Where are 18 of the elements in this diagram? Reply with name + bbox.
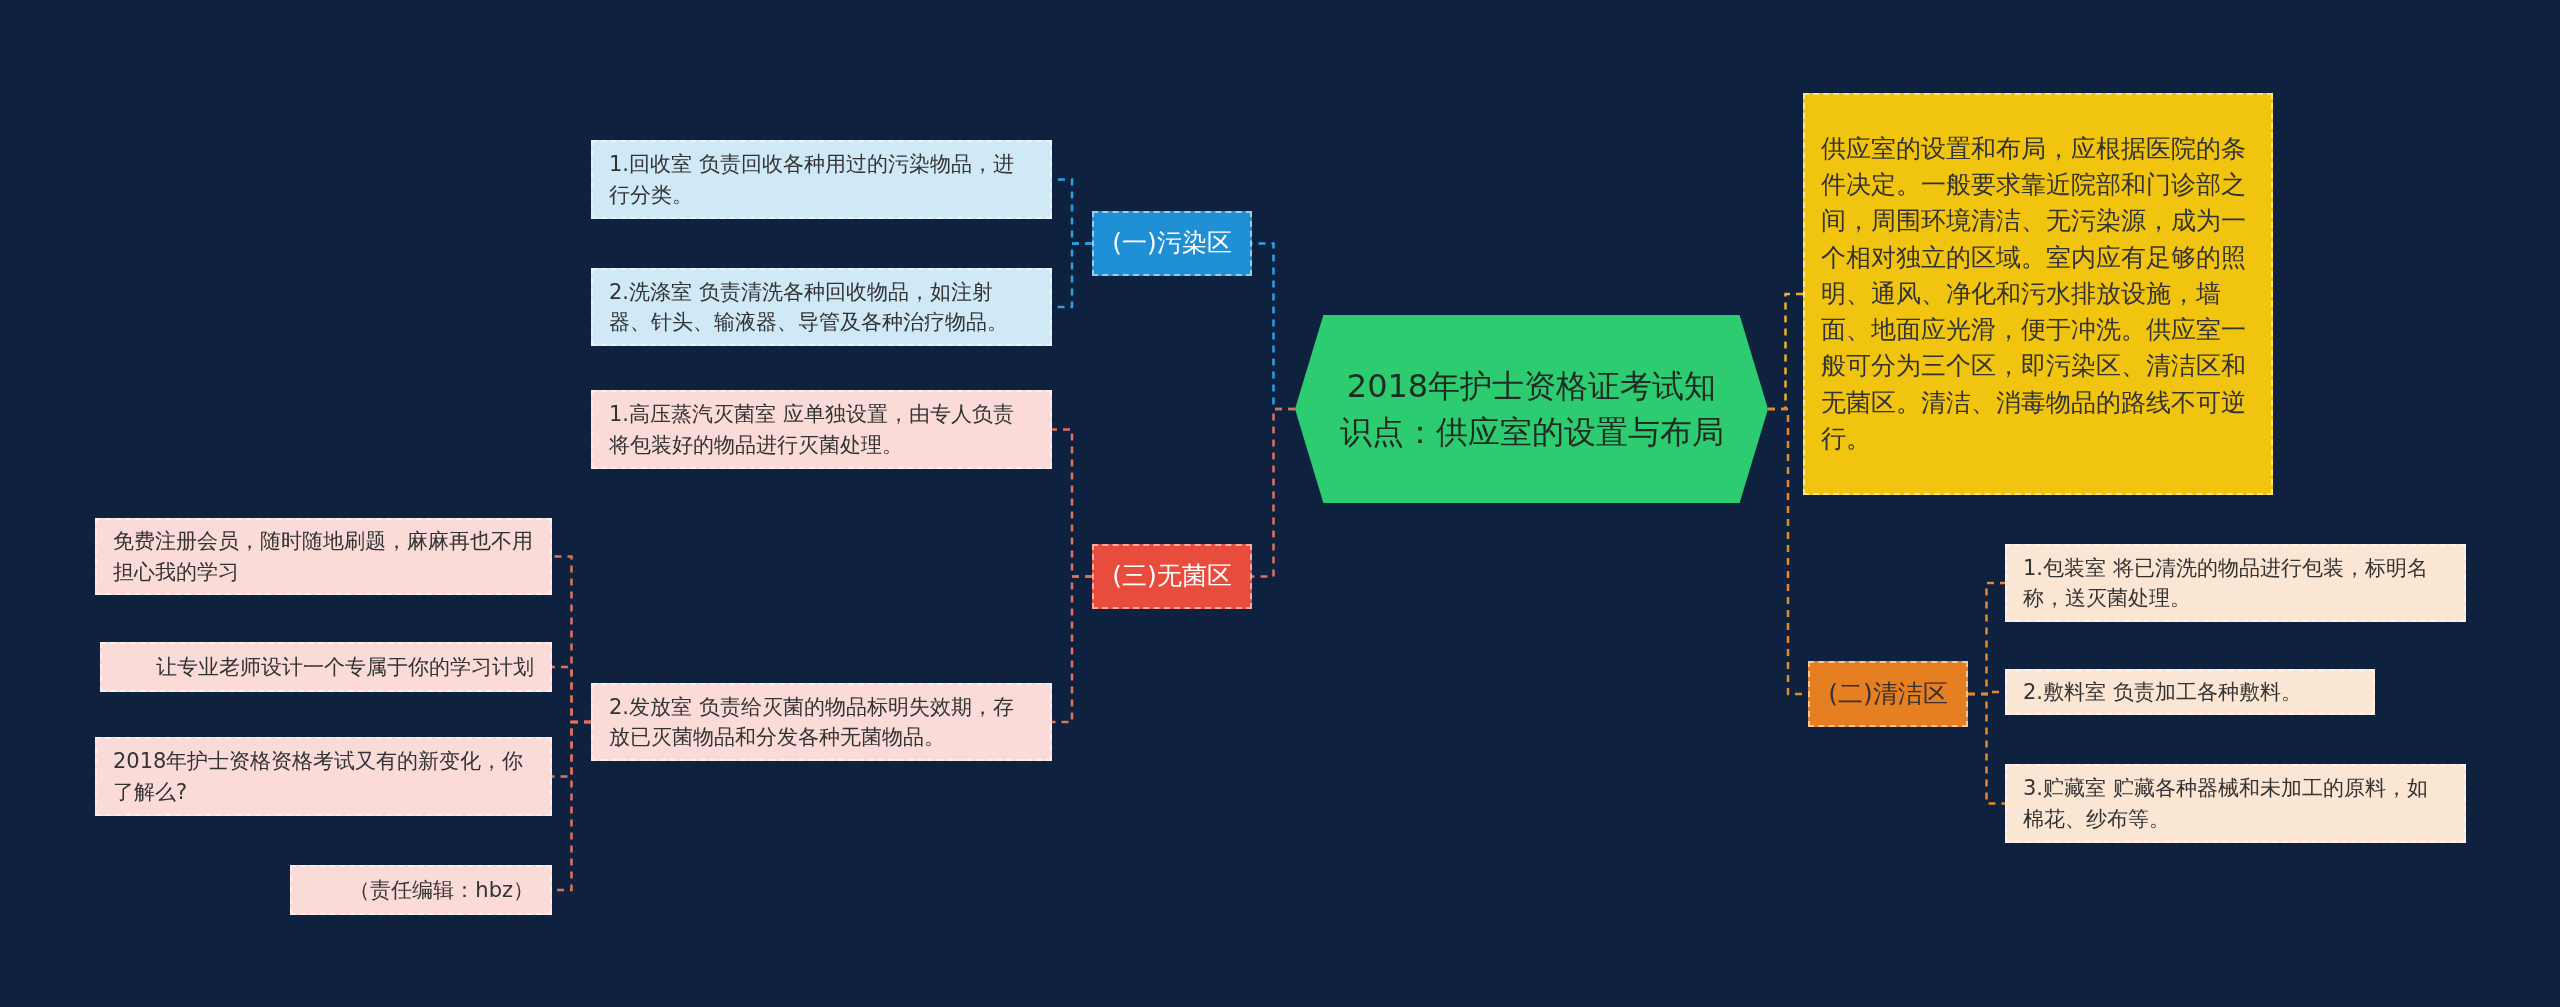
topic-box: （责任编辑：hbz） [290,865,552,915]
topic-box: 2.洗涤室 负责清洗各种回收物品，如注射器、针头、输液器、导管及各种治疗物品。 [591,268,1052,346]
branch-box: (三)无菌区 [1092,544,1252,609]
topic-box: 1.包装室 将已清洗的物品进行包装，标明名称，送灭菌处理。 [2005,544,2466,622]
topic-box: 3.贮藏室 贮藏各种器械和未加工的原料，如棉花、纱布等。 [2005,764,2466,843]
topic-box: 2.敷料室 负责加工各种敷料。 [2005,669,2375,715]
branch-box: (一)污染区 [1092,211,1252,276]
connector-line [1052,575,1092,724]
topic-box: 1.回收室 负责回收各种用过的污染物品，进行分类。 [591,140,1052,219]
connector-line [1252,407,1295,578]
branch-box: (二)清洁区 [1808,661,1968,727]
note-box: 供应室的设置和布局，应根据医院的条件决定。一般要求靠近院部和门诊部之间，周围环境清洁、无污染源，成为一个相对独立的区域。室内应有足够的照明、通风、净化和污水排放设施，墙面、地面应光滑，便于冲洗。供应室一般可分为三个区，即污染区、清洁区和无菌区。清洁、消毒物品的路线不可逆行。 [1803,93,2273,495]
connector-line [1968,692,2005,805]
topic-box: 2018年护士资格资格考试又有的新变化，你了解么? [95,737,552,816]
topic-box: 2.发放室 负责给灭菌的物品标明失效期，存放已灭菌物品和分发各种无菌物品。 [591,683,1052,761]
topic-box: 让专业老师设计一个专属于你的学习计划 [100,642,552,692]
topic-box: 免费注册会员，随时随地刷题，麻麻再也不用担心我的学习 [95,518,552,595]
topic-box: 1.高压蒸汽灭菌室 应单独设置，由专人负责将包装好的物品进行灭菌处理。 [591,390,1052,469]
